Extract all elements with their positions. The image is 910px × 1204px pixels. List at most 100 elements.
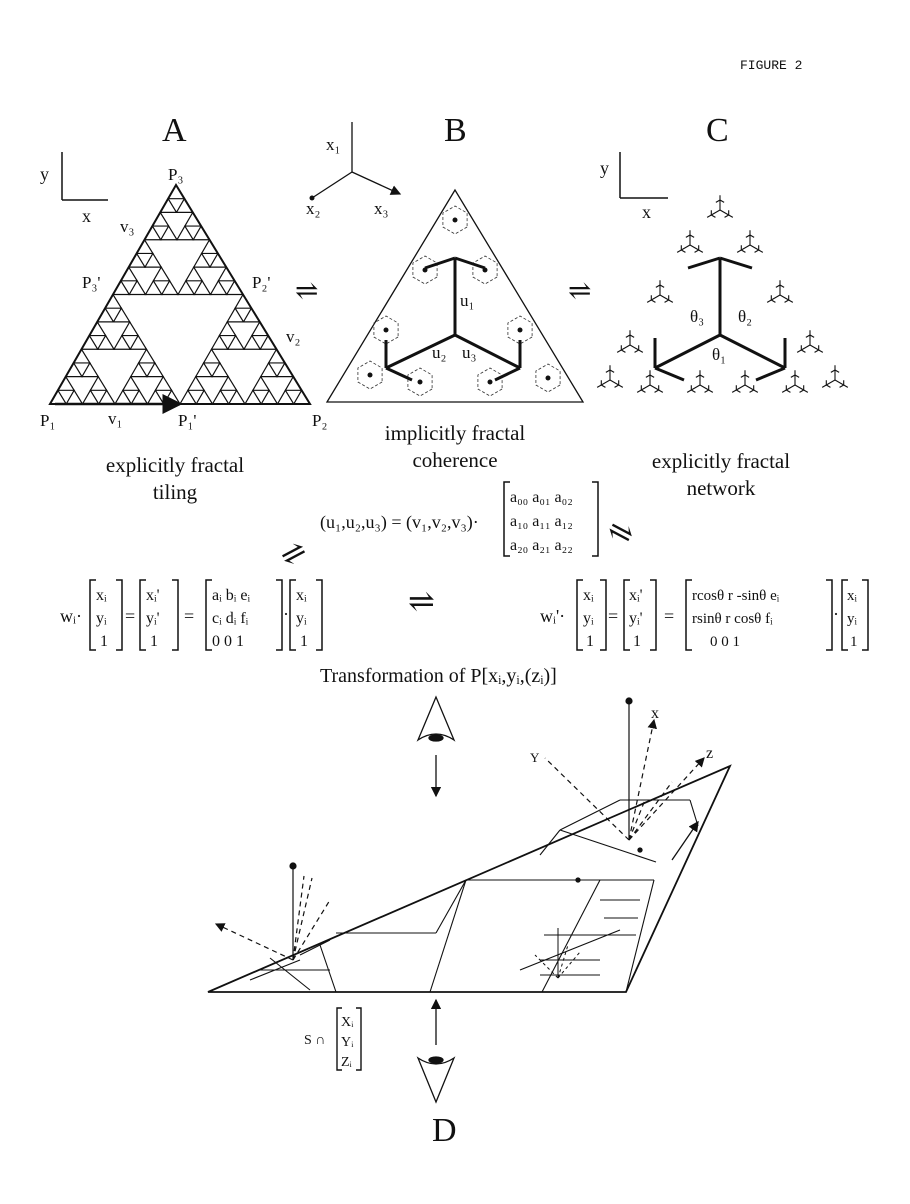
center-eq-row2: a₁₀ a₁₁ a₁₂ [510,513,573,530]
figure-label: FIGURE 2 [740,58,803,73]
panel-b-caption: implicitly fractal coherence [360,420,550,474]
panel-d-axis-z: z [706,745,713,762]
center-equation: (u₁,u₂,u₃) = (v₁,v₂,v₃)· a₀₀ a₀₁ a₀₂ a₁₀… [320,481,599,557]
svg-text:=: = [184,606,194,626]
panel-a-caption-line2: tiling [152,480,198,504]
network-main-branches [653,256,787,382]
left-eq-y2: yᵢ [296,610,307,627]
left-eq-mat-row3: 0 0 1 [212,633,244,650]
point-p2-prime: P₂' [252,273,270,292]
axis-x2-dot [309,195,315,201]
right-equation: wᵢ'· xᵢ yᵢ 1 = xᵢ' yᵢ' 1 = rcosθ r -sinθ… [540,579,869,651]
panel-c-axis-x: x [642,202,651,222]
axis-x3: x₃ [374,199,389,218]
center-eq-row1: a₀₀ a₀₁ a₀₂ [510,489,573,506]
left-eq-w: wᵢ· [60,606,82,626]
center-eq-brackets [503,481,599,557]
left-eq-mat-row2: cᵢ dᵢ fᵢ [212,610,249,627]
right-eq-w: wᵢ'· [540,606,565,626]
panel-c-axis-y: y [600,158,609,178]
left-eq-x: xᵢ [96,587,107,604]
perspective-plane [207,764,732,993]
svg-text:=: = [125,606,135,626]
panel-d-axes-left [214,862,331,961]
left-eq-xp: xᵢ' [146,587,160,604]
panel-a-axes [61,152,108,201]
right-eq-mat-row2: rsinθ r cosθ fᵢ [692,611,773,627]
eye-bottom-icon [416,1056,456,1104]
fractal-network [596,195,849,393]
right-eq-xp: xᵢ' [629,587,643,604]
panel-d-axes-small [534,928,581,979]
right-eq-one: 1 [586,633,594,650]
axis-x2: x₂ [306,199,320,218]
eye-top-icon [416,695,456,742]
right-eq-mat-row1: rcosθ r -sinθ eᵢ [692,588,780,604]
set-vec-x: Xᵢ [341,1015,354,1030]
panel-d-axis-x: x [651,705,659,722]
panel-a-caption: explicitly fractal tiling [80,452,270,506]
coherence-vectors [384,256,522,382]
vector-u3: u₃ [462,343,477,362]
vector-v2: v₂ [286,327,300,346]
point-p3: P₃ [168,165,183,184]
left-eq-mat-row1: aᵢ bᵢ eᵢ [212,587,250,604]
angle-theta1: θ₁ [712,345,726,364]
set-vec-y: Yᵢ [341,1035,354,1050]
panel-a-axis-x: x [82,206,91,226]
panel-b-axes [311,122,402,199]
set-vector-brackets [336,1007,362,1071]
right-eq-yp: yᵢ' [629,610,643,627]
svg-text:=: = [608,606,618,626]
coherence-hexagons [357,205,561,397]
right-eq-y: yᵢ [583,610,594,627]
left-eq-y: yᵢ [96,610,107,627]
panel-c-caption: explicitly fractal network [626,448,816,502]
panel-c-axes [619,152,668,199]
right-eq-x: xᵢ [583,587,594,604]
right-eq-x2: xᵢ [847,588,858,604]
panel-a-axis-y: y [40,164,49,184]
angle-theta3: θ₃ [690,307,704,326]
panel-a-letter: A [162,112,187,149]
panel-b-caption-line2: coherence [412,448,498,472]
panel-d-axis-y: Y [530,750,540,765]
panel-c: y x θ₁ θ₂ θ₃ [596,152,849,393]
center-eq-row3: a₂₀ a₂₁ a₂₂ [510,537,573,554]
right-eq-one2: 1 [850,634,858,650]
vector-v1: v₁ [108,409,122,428]
vector-v3: v₃ [120,217,135,236]
point-p1-prime: P₁' [178,411,196,430]
axis-x1: x₁ [326,135,340,154]
panel-c-caption-line2: network [686,476,756,500]
panel-b-letter: B [444,112,467,149]
equilibrium-eq: ⇌ [408,583,435,619]
svg-text:=: = [664,606,674,626]
left-eq-onep: 1 [150,633,158,650]
svg-text:·: · [283,604,289,624]
left-eq-one: 1 [100,633,108,650]
panel-d-letter: D [432,1112,457,1149]
vector-u1: u₁ [460,291,474,310]
left-eq-yp: yᵢ' [146,610,160,627]
equilibrium-ab: ⇌ [295,276,318,307]
panel-b: x₁ x₂ x₃ u₁ u₂ u₃ [306,122,585,403]
right-eq-onep: 1 [633,633,641,650]
point-p2: P₂ [312,411,327,430]
right-eq-mat-row3: 0 0 1 [710,634,740,650]
eye-bottom-pupil-icon [428,1056,444,1064]
panel-b-caption-line1: implicitly fractal [384,421,526,445]
left-eq-x2: xᵢ [296,587,307,604]
set-vec-z: Zᵢ [341,1055,353,1070]
svg-text:·: · [833,604,839,624]
angle-theta2: θ₂ [738,307,752,326]
center-eq-lhs: (u₁,u₂,u₃) = (v₁,v₂,v₃)· [320,512,479,533]
panel-c-caption-line1: explicitly fractal [651,449,791,473]
point-p1: P₁ [40,411,55,430]
coherence-triangle [325,188,585,403]
panel-d [207,695,732,1104]
left-eq-one2: 1 [300,633,308,650]
equilibrium-left: ⇌ [275,533,313,574]
point-p3-prime: P₃' [82,273,100,292]
transformation-label: Transformation of P[xᵢ,yᵢ,(zᵢ)] [320,665,557,687]
